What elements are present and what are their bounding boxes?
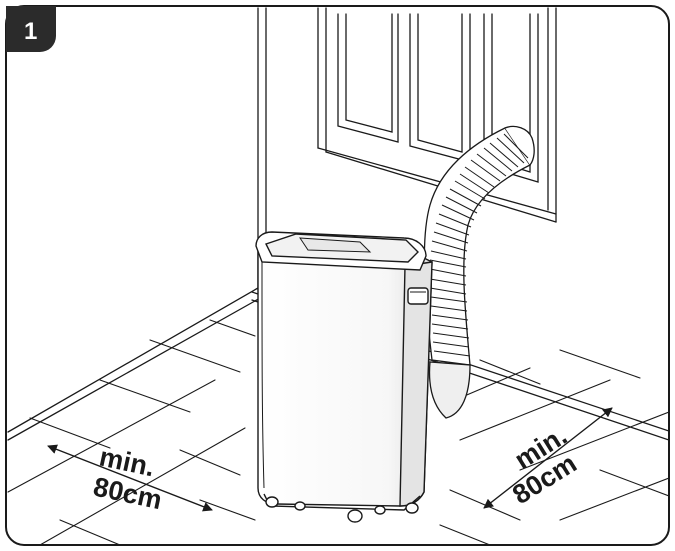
exhaust-hose bbox=[423, 125, 535, 419]
clearance-arrow-left bbox=[47, 444, 213, 512]
air-conditioner bbox=[255, 231, 433, 523]
step-number: 1 bbox=[24, 18, 37, 45]
step-badge: 1 bbox=[6, 6, 56, 52]
clearance-arrow-right bbox=[483, 407, 613, 509]
